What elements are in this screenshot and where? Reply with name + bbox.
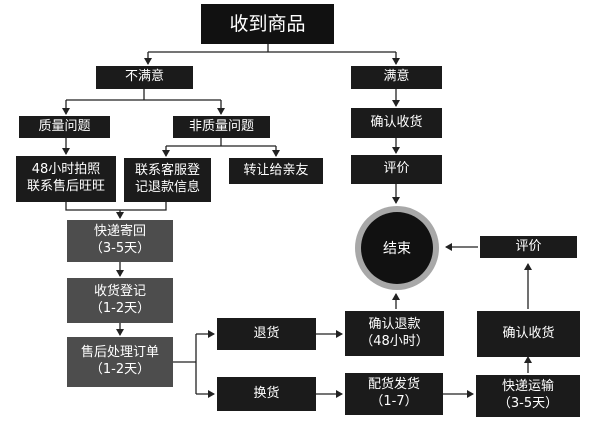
node-receive-goods: 收到商品 bbox=[201, 4, 334, 44]
node-express-ship-line1: 快递运输 bbox=[501, 379, 554, 395]
node-satisfied: 满意 bbox=[351, 66, 442, 89]
node-non-quality-issue: 非质量问题 bbox=[173, 116, 270, 138]
node-photo-contact-line1: 48小时拍照 bbox=[31, 162, 101, 178]
node-end: 结束 bbox=[355, 206, 439, 290]
node-unsatisfied: 不满意 bbox=[96, 66, 193, 89]
node-ship-line1: 配货发货 bbox=[367, 377, 420, 393]
node-photo-contact-line2: 联系售后旺旺 bbox=[26, 179, 105, 194]
node-after-sales: 售后处理订单 （1-2天） bbox=[67, 337, 173, 387]
node-transfer: 转让给亲友 bbox=[229, 158, 323, 184]
node-transfer-label: 转让给亲友 bbox=[243, 162, 309, 178]
node-express-ship-line2: （3-5天） bbox=[497, 396, 559, 411]
node-ship: 配货发货 （1-7） bbox=[345, 373, 443, 415]
node-express-return-line1: 快递寄回 bbox=[93, 224, 146, 240]
node-quality-issue: 质量问题 bbox=[19, 116, 110, 138]
node-receipt-register: 收货登记 （1-2天） bbox=[67, 278, 173, 323]
node-ship-line2: （1-7） bbox=[370, 394, 418, 409]
node-satisfied-label: 满意 bbox=[383, 69, 410, 85]
node-confirm-refund-line2: （48小时） bbox=[360, 333, 429, 349]
node-confirm-receipt-top: 确认收货 bbox=[351, 108, 442, 138]
node-review-right-label: 评价 bbox=[515, 238, 542, 254]
node-exchange: 换货 bbox=[217, 377, 316, 411]
node-confirm-receipt-right: 确认收货 bbox=[477, 311, 580, 357]
node-review-top-label: 评价 bbox=[383, 161, 410, 177]
node-express-return-line2: （3-5天） bbox=[89, 241, 151, 256]
node-express-ship: 快递运输 （3-5天） bbox=[476, 375, 580, 417]
node-receipt-register-line2: （1-2天） bbox=[89, 300, 151, 316]
node-confirm-receipt-right-label: 确认收货 bbox=[502, 325, 555, 341]
node-contact-service-line1: 联系客服登 bbox=[134, 163, 200, 179]
node-quality-issue-label: 质量问题 bbox=[38, 118, 91, 134]
node-return: 退货 bbox=[217, 318, 316, 350]
node-end-inner: 结束 bbox=[361, 212, 433, 284]
node-confirm-refund-line1: 确认退款 bbox=[368, 316, 421, 332]
node-review-top: 评价 bbox=[351, 155, 442, 184]
node-confirm-receipt-top-label: 确认收货 bbox=[370, 114, 423, 130]
node-receive-goods-label: 收到商品 bbox=[229, 12, 306, 35]
node-after-sales-line2: （1-2天） bbox=[89, 362, 151, 377]
node-end-label: 结束 bbox=[383, 241, 411, 257]
node-contact-service-line2: 记退款信息 bbox=[134, 180, 200, 195]
node-photo-contact: 48小时拍照 联系售后旺旺 bbox=[16, 156, 116, 202]
node-contact-service: 联系客服登 记退款信息 bbox=[124, 158, 211, 202]
node-confirm-refund: 确认退款 （48小时） bbox=[345, 311, 444, 356]
node-review-right: 评价 bbox=[480, 236, 577, 258]
node-unsatisfied-label: 不满意 bbox=[124, 69, 164, 85]
node-return-label: 退货 bbox=[253, 325, 280, 341]
node-express-return: 快递寄回 （3-5天） bbox=[67, 220, 173, 262]
node-receipt-register-line1: 收货登记 bbox=[93, 283, 146, 299]
node-exchange-label: 换货 bbox=[253, 385, 280, 401]
node-non-quality-issue-label: 非质量问题 bbox=[188, 118, 254, 134]
node-after-sales-line1: 售后处理订单 bbox=[80, 345, 159, 361]
